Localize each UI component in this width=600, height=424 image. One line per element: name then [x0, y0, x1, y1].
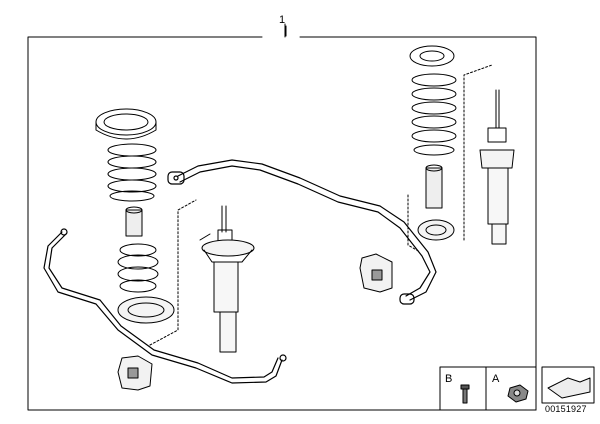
- reference-number-1: 1: [279, 14, 286, 26]
- bolt-icon: [461, 385, 469, 403]
- legend-box: [440, 367, 536, 410]
- front-stabilizer-mount: [118, 356, 152, 390]
- legend-label-b: B: [445, 373, 453, 385]
- rear-spring-stack: [410, 46, 456, 240]
- assembly-guide-lines: [150, 65, 492, 345]
- front-spring-stack: [96, 109, 174, 323]
- rear-shock-absorber: [480, 90, 514, 244]
- outer-frame: [28, 24, 536, 410]
- front-strut: [200, 206, 254, 352]
- nut-icon: [508, 385, 528, 402]
- rear-stabilizer-mount: [360, 254, 392, 292]
- corner-fold-icon: [542, 367, 594, 403]
- catalog-number: 00151927: [545, 404, 587, 414]
- rear-stabilizer-bar: [168, 160, 436, 304]
- front-stabilizer-bar: [44, 229, 286, 383]
- legend-label-a: A: [492, 373, 500, 385]
